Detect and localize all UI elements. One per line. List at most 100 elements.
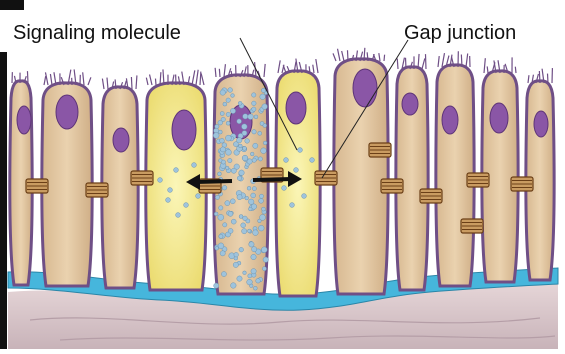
molecule — [251, 254, 256, 259]
nucleus-2 — [56, 95, 78, 129]
molecule — [225, 201, 230, 206]
molecule — [174, 168, 179, 173]
microvillus — [515, 67, 516, 73]
molecule — [226, 112, 230, 116]
molecule — [256, 278, 261, 283]
microvillus — [155, 79, 156, 85]
microvillus — [461, 54, 462, 67]
nucleus-8 — [402, 93, 418, 115]
molecule — [221, 160, 225, 164]
microvillus — [231, 71, 232, 77]
molecule — [258, 131, 262, 135]
arrow-left-icon — [196, 181, 232, 182]
microvillus — [200, 72, 201, 85]
molecule — [259, 194, 263, 198]
molecule — [220, 251, 225, 256]
molecule — [250, 152, 254, 156]
molecule — [241, 223, 246, 228]
molecule — [230, 108, 235, 113]
molecule — [245, 139, 250, 144]
molecule — [248, 274, 252, 278]
molecule — [223, 102, 227, 106]
nucleus-4 — [172, 110, 196, 150]
nucleus-10 — [490, 103, 508, 133]
molecule — [252, 107, 256, 111]
gap-junction — [511, 177, 533, 191]
nucleus-9 — [442, 106, 458, 134]
microvillus — [384, 55, 385, 61]
microvillus — [347, 50, 348, 61]
molecule — [218, 243, 224, 249]
molecule — [253, 286, 257, 290]
molecule — [217, 172, 221, 176]
gap-junction — [26, 179, 48, 193]
gap-junction — [131, 171, 153, 185]
molecule — [242, 146, 246, 150]
molecule — [242, 124, 248, 130]
molecule — [258, 225, 264, 231]
gap-junction-label: Gap junction — [404, 22, 516, 44]
molecule — [220, 90, 225, 95]
title-fragment — [0, 0, 24, 10]
molecule — [252, 187, 256, 191]
molecule — [252, 247, 257, 252]
molecule — [231, 94, 235, 98]
signaling-molecule-label: Signaling molecule — [13, 22, 181, 44]
molecule — [228, 88, 233, 93]
nucleus-3 — [113, 128, 129, 152]
molecule — [294, 168, 299, 173]
molecule — [249, 242, 254, 247]
molecule — [215, 246, 219, 250]
molecule — [220, 112, 224, 116]
molecule — [231, 168, 236, 173]
molecule — [260, 94, 266, 100]
microvillus — [397, 59, 398, 69]
molecule — [263, 141, 267, 145]
gap-junction — [461, 219, 483, 233]
molecule — [248, 114, 254, 120]
molecule — [184, 203, 189, 208]
molecule — [243, 216, 248, 221]
molecule — [176, 213, 181, 218]
molecule — [213, 133, 219, 139]
molecule — [242, 131, 247, 136]
microvillus — [487, 66, 488, 73]
molecule — [252, 158, 256, 162]
molecule — [282, 186, 287, 191]
microvillus — [425, 54, 426, 69]
molecule — [261, 88, 265, 92]
molecule — [284, 158, 289, 163]
molecule — [166, 198, 171, 203]
molecule — [243, 271, 247, 275]
molecule — [251, 269, 256, 274]
molecule — [262, 267, 266, 271]
molecule — [252, 101, 257, 106]
molecule — [260, 214, 266, 220]
molecule — [220, 138, 225, 143]
nucleus-7 — [353, 69, 377, 107]
molecule — [228, 211, 233, 216]
arrow-right-icon — [253, 179, 292, 180]
molecule — [168, 188, 173, 193]
molecule — [228, 228, 233, 233]
gap-junction — [369, 143, 391, 157]
molecule — [231, 219, 236, 224]
molecule — [238, 101, 242, 105]
microvillus — [539, 71, 540, 83]
molecule — [158, 178, 163, 183]
molecule — [223, 223, 227, 227]
left-edge-bar — [0, 52, 7, 349]
molecule — [220, 147, 225, 152]
molecule — [261, 207, 265, 211]
microvillus — [219, 69, 220, 77]
microvillus — [364, 48, 365, 61]
molecule — [263, 257, 268, 262]
molecule — [214, 212, 218, 216]
nucleus-1 — [17, 106, 31, 134]
molecule — [302, 194, 307, 199]
molecule — [226, 149, 232, 155]
molecule — [242, 229, 247, 234]
gap-junction — [467, 173, 489, 187]
molecule — [261, 247, 267, 253]
